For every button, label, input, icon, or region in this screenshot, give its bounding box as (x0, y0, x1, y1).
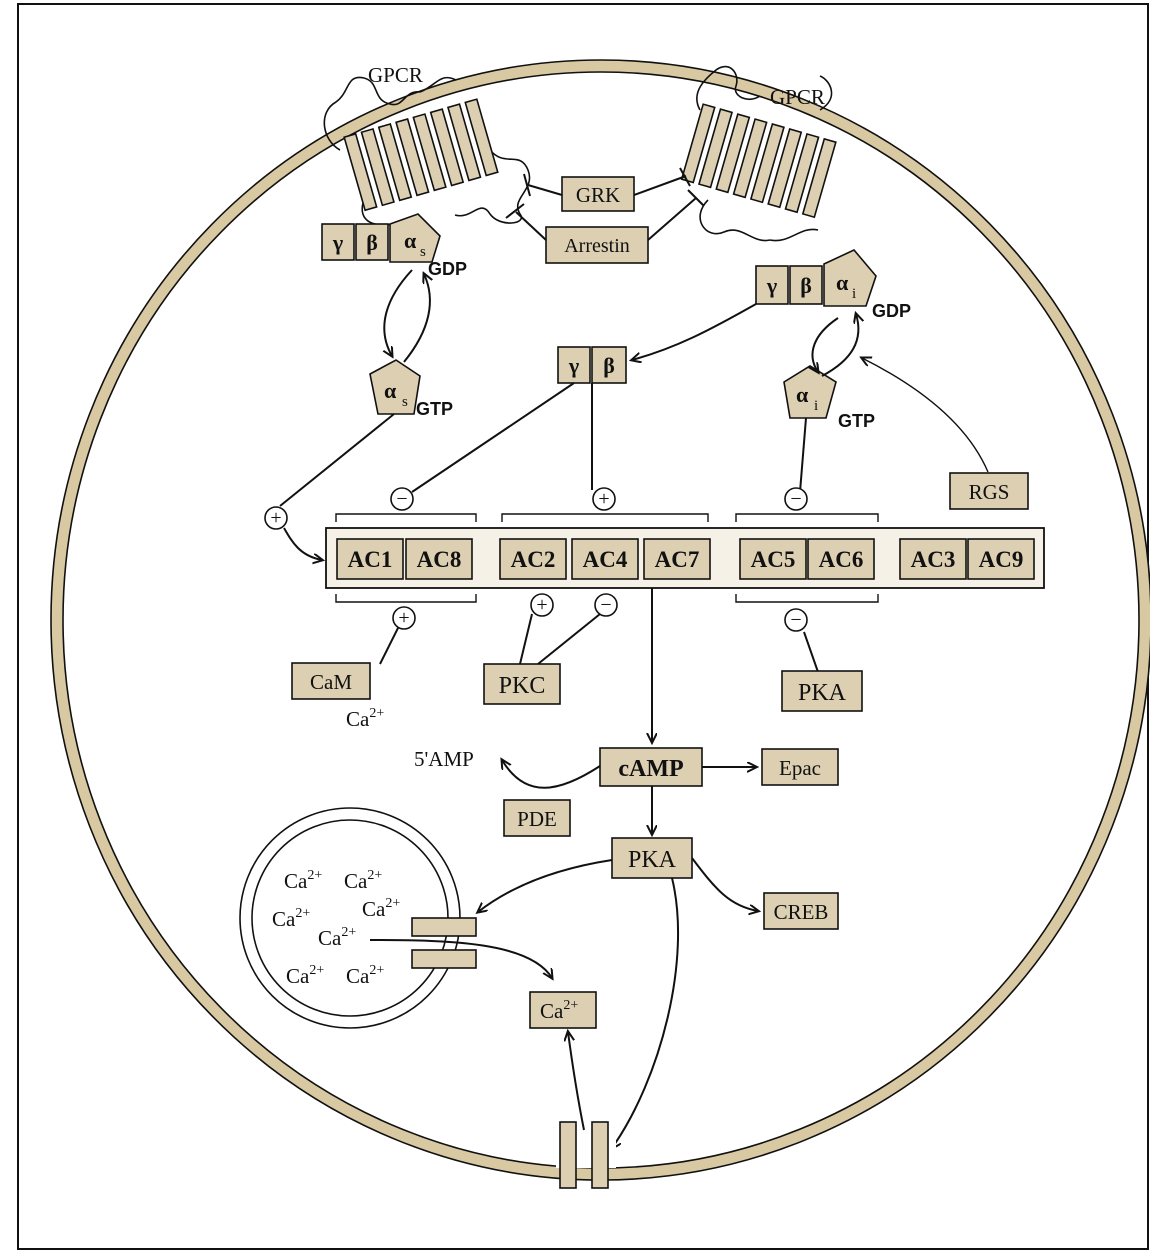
ac-ac2: AC2 (500, 539, 566, 579)
svg-text:cAMP: cAMP (618, 756, 683, 782)
svg-text:γ: γ (332, 230, 343, 255)
plus-sign: + (531, 594, 553, 616)
free-beta-gamma: γ β (558, 347, 626, 383)
ac-label: AC6 (819, 547, 864, 572)
plus-sign: + (393, 607, 415, 629)
svg-text:α: α (796, 382, 809, 407)
ac-label: AC3 (911, 547, 956, 572)
svg-text:CREB: CREB (774, 900, 829, 924)
svg-text:β: β (800, 273, 812, 298)
gi-gdp-label: GDP (872, 301, 911, 321)
svg-text:PKC: PKC (499, 673, 546, 699)
ac-label: AC7 (655, 547, 700, 572)
svg-text:+: + (270, 507, 281, 529)
arrestin-node: Arrestin (546, 227, 648, 263)
minus-sign: − (391, 488, 413, 510)
gs-gtp-label: GTP (416, 399, 453, 419)
svg-text:i: i (852, 286, 856, 302)
svg-text:s: s (420, 244, 426, 260)
pde-node: PDE (504, 800, 570, 836)
plus-sign: + (265, 507, 287, 529)
svg-text:PKA: PKA (628, 847, 677, 873)
svg-text:CaM: CaM (310, 670, 352, 694)
ac-ac8: AC8 (406, 539, 472, 579)
ac-label: AC2 (511, 547, 556, 572)
adenylyl-cyclase-group: AC1 AC8 AC2 AC4 AC7 AC5 AC6 AC3 AC9 (337, 539, 1034, 579)
svg-text:Arrestin: Arrestin (564, 235, 630, 257)
svg-text:β: β (603, 353, 615, 378)
ac-ac4: AC4 (572, 539, 638, 579)
ac-ac6: AC6 (808, 539, 874, 579)
ac-label: AC9 (979, 547, 1024, 572)
cytosolic-calcium-node: Ca2+ (530, 992, 596, 1028)
gs-gdp-label: GDP (428, 259, 467, 279)
minus-sign: − (785, 609, 807, 631)
svg-text:RGS: RGS (969, 480, 1010, 504)
minus-sign: − (785, 488, 807, 510)
minus-sign: − (595, 594, 617, 616)
epac-node: Epac (762, 749, 838, 785)
svg-text:−: − (790, 609, 801, 631)
svg-text:−: − (396, 488, 407, 510)
gpcr-right-label: GPCR (770, 85, 825, 109)
svg-text:−: − (790, 488, 801, 510)
pka-modulator-node: PKA (782, 671, 862, 711)
svg-text:+: + (598, 488, 609, 510)
rgs-node: RGS (950, 473, 1028, 509)
svg-text:+: + (398, 607, 409, 629)
creb-node: CREB (764, 893, 838, 929)
grk-node: GRK (562, 177, 634, 211)
ac-label: AC4 (583, 547, 628, 572)
svg-text:GRK: GRK (576, 183, 620, 207)
svg-text:α: α (404, 228, 417, 253)
ac-ac1: AC1 (337, 539, 403, 579)
ac-ac9: AC9 (968, 539, 1034, 579)
svg-text:α: α (384, 378, 397, 403)
gi-gtp-label: GTP (838, 411, 875, 431)
pka-node: PKA (612, 838, 692, 878)
svg-text:+: + (536, 594, 547, 616)
svg-text:PKA: PKA (798, 680, 847, 706)
ac-label: AC8 (417, 547, 462, 572)
camp-node: cAMP (600, 748, 702, 786)
plus-sign: + (593, 488, 615, 510)
ac-label: AC1 (348, 547, 393, 572)
amp-label: 5'AMP (414, 747, 474, 771)
svg-text:Epac: Epac (779, 756, 821, 780)
svg-text:−: − (600, 594, 611, 616)
svg-text:β: β (366, 230, 378, 255)
ac-label: AC5 (751, 547, 796, 572)
svg-text:γ: γ (766, 273, 777, 298)
ac-ac7: AC7 (644, 539, 710, 579)
gpcr-left-label: GPCR (368, 63, 423, 87)
svg-text:γ: γ (568, 353, 579, 378)
svg-text:s: s (402, 394, 408, 410)
pkc-node: PKC (484, 664, 560, 704)
svg-text:α: α (836, 270, 849, 295)
ac-ac3: AC3 (900, 539, 966, 579)
ac-ac5: AC5 (740, 539, 806, 579)
svg-text:PDE: PDE (517, 807, 557, 831)
svg-text:i: i (814, 398, 818, 414)
